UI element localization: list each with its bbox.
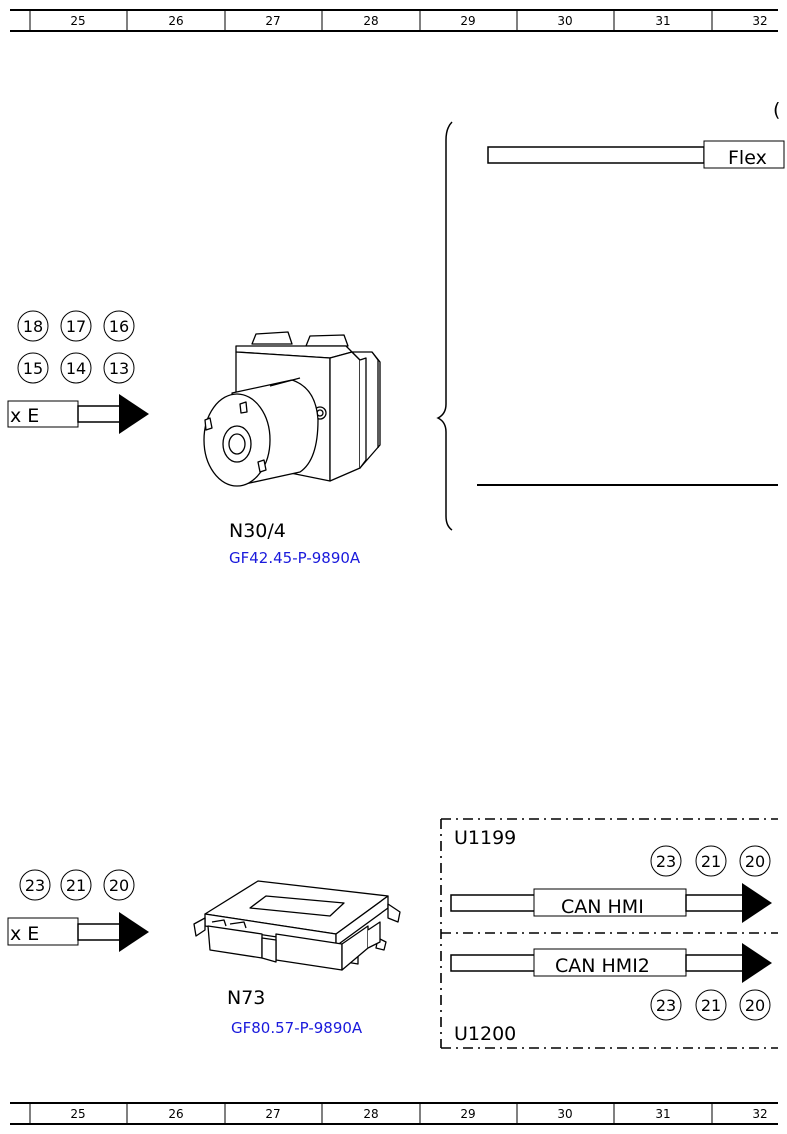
curly-brace <box>436 121 453 531</box>
ref-circles-u1199: 23 21 20 <box>650 845 771 877</box>
ruler-col-31: 31 <box>655 1107 670 1121</box>
ruler-col-28: 28 <box>363 14 378 28</box>
ref-circle-label: 18 <box>23 317 43 336</box>
ref-circle-label: 15 <box>23 359 43 378</box>
connector-label: x E <box>10 405 39 427</box>
box-id-u1200: U1200 <box>454 1023 516 1045</box>
connector-arrow-top[interactable]: x E <box>7 394 149 434</box>
ref-circles-u1200: 23 21 20 <box>650 989 771 1021</box>
connector-arrow-bottom[interactable]: x E <box>7 912 149 952</box>
control-unit-illustration <box>193 880 401 971</box>
ruler-col-25: 25 <box>70 14 85 28</box>
ruler-col-28: 28 <box>363 1107 378 1121</box>
ruler-col-26: 26 <box>168 14 183 28</box>
component-name-n30: N30/4 <box>229 520 286 542</box>
ref-circle-label: 21 <box>66 876 86 895</box>
ref-circle-label: 23 <box>656 852 676 871</box>
ref-circle-label: 20 <box>745 852 765 871</box>
ruler-col-29: 29 <box>460 14 475 28</box>
box-id-u1199: U1199 <box>454 827 516 849</box>
dashed-frame <box>440 818 778 1049</box>
ruler-col-32: 32 <box>752 1107 767 1121</box>
ref-circle-label: 20 <box>745 996 765 1015</box>
ruler-col-31: 31 <box>655 14 670 28</box>
ref-circle-label: 21 <box>701 852 721 871</box>
ruler-col-27: 27 <box>265 1107 280 1121</box>
connector-label: Flex <box>728 147 767 169</box>
ref-circle-label: 13 <box>109 359 129 378</box>
ruler-col-29: 29 <box>460 1107 475 1121</box>
ref-circle-label: 23 <box>25 876 45 895</box>
flex-connector[interactable]: Flex <box>487 140 785 169</box>
can-hmi2-connector[interactable]: CAN HMI2 <box>450 943 772 983</box>
ruler-col-27: 27 <box>265 14 280 28</box>
partial-paren: ( <box>773 99 780 121</box>
bottom-ruler: 25 26 27 28 29 30 31 32 <box>10 1102 778 1125</box>
ruler-col-32: 32 <box>752 14 767 28</box>
ref-circle-label: 14 <box>66 359 86 378</box>
ruler-col-25: 25 <box>70 1107 85 1121</box>
doc-ref-link-n30[interactable]: GF42.45-P-9890A <box>229 549 361 567</box>
ref-circle-label: 21 <box>701 996 721 1015</box>
connector-label: CAN HMI <box>561 896 644 918</box>
ref-circles-top: 18 17 16 15 14 13 <box>17 310 135 384</box>
connector-label: x E <box>10 923 39 945</box>
connector-label: CAN HMI2 <box>555 955 650 977</box>
ref-circle-label: 23 <box>656 996 676 1015</box>
abs-unit-illustration <box>203 331 381 487</box>
ref-circles-bottom: 23 21 20 <box>19 869 135 901</box>
top-ruler: 25 26 27 28 29 30 31 32 <box>10 9 778 32</box>
ref-circle-label: 17 <box>66 317 86 336</box>
ref-circle-label: 16 <box>109 317 129 336</box>
component-name-n73: N73 <box>227 987 265 1009</box>
doc-ref-link-n73[interactable]: GF80.57-P-9890A <box>231 1019 363 1037</box>
ruler-col-26: 26 <box>168 1107 183 1121</box>
ruler-col-30: 30 <box>557 14 572 28</box>
can-hmi-connector[interactable]: CAN HMI <box>450 883 772 923</box>
ref-circle-label: 20 <box>109 876 129 895</box>
ruler-col-30: 30 <box>557 1107 572 1121</box>
